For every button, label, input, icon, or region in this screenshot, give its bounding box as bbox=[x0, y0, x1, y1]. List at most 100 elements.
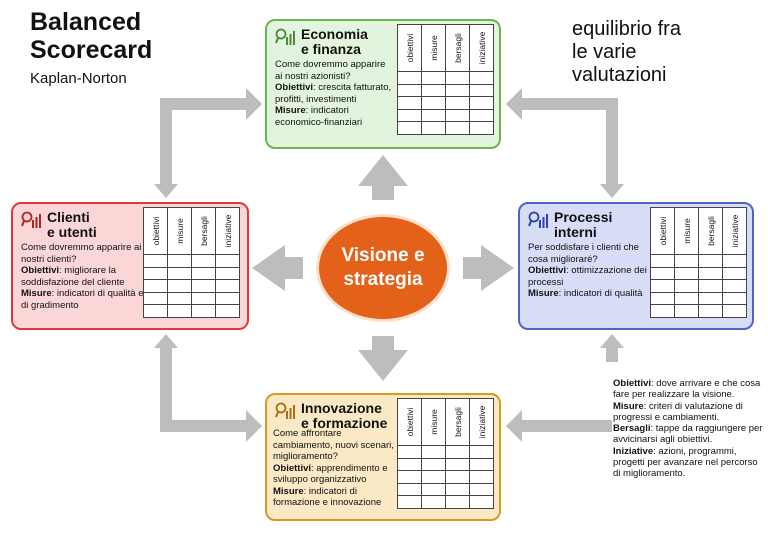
arrow-loop-bottom-right bbox=[600, 334, 624, 362]
table-row bbox=[397, 482, 494, 496]
card-processi-question: Per soddisfare i clienti che cosa miglio… bbox=[528, 242, 639, 265]
table-row bbox=[650, 279, 747, 293]
table-row bbox=[397, 71, 494, 85]
legend-obiettivi-label: Obiettivi bbox=[613, 378, 652, 389]
objectives-label: Obiettivi bbox=[21, 265, 60, 276]
measures-text: : indicatori di qualità bbox=[558, 288, 643, 299]
legend-bersagli-text: : tappe da raggiungere per avvicinarsi a… bbox=[613, 423, 763, 446]
legend-bersagli-label: Bersagli bbox=[613, 423, 651, 435]
card-processi-header: Processi interni bbox=[528, 210, 612, 240]
page-subtitle: Kaplan-Norton bbox=[30, 70, 127, 87]
table-row bbox=[143, 266, 240, 280]
card-clienti-title: Clienti e utenti bbox=[47, 210, 97, 240]
table-row bbox=[650, 291, 747, 305]
card-processi-desc: Per soddisfare i clienti che cosa miglio… bbox=[528, 242, 648, 300]
objectives-text: : apprendimento e sviluppo organizzativo bbox=[273, 462, 388, 486]
table-row bbox=[397, 445, 494, 459]
col-header-iniziative: iniziative bbox=[215, 207, 240, 255]
card-economia-question: Come dovremmo apparire ai nostri azionis… bbox=[275, 59, 386, 82]
arrow-up bbox=[358, 155, 408, 200]
chart-search-icon bbox=[275, 28, 295, 45]
card-economia-title-line1: Economia bbox=[301, 26, 368, 42]
col-header-misure: misure bbox=[167, 207, 192, 255]
legend-obiettivi: Obiettivi: dove arrivare e che cosa fare… bbox=[613, 378, 763, 401]
col-header-obiettivi: obiettivi bbox=[143, 207, 168, 255]
card-economia-grid: obiettivi misure bersagli iniziative bbox=[397, 24, 494, 135]
card-clienti-objectives: Obiettivi: migliorare la soddisfazione d… bbox=[21, 265, 145, 288]
legend-iniziative-label: Iniziative bbox=[613, 445, 654, 457]
arrow-right bbox=[463, 245, 514, 291]
card-clienti-grid: obiettivi misure bersagli iniziative bbox=[143, 207, 240, 318]
chart-search-icon bbox=[275, 402, 295, 419]
card-processi-grid: obiettivi misure bersagli iniziative bbox=[650, 207, 747, 318]
measures-label: Misure bbox=[275, 105, 306, 116]
objectives-label: Obiettivi bbox=[275, 82, 314, 93]
measures-label: Misure bbox=[273, 485, 304, 497]
table-row bbox=[143, 304, 240, 318]
measures-text: : indicatori economico-finanziari bbox=[275, 105, 363, 128]
measures-text: : indicatori di qualità e di gradimento bbox=[21, 288, 144, 311]
card-economia-header: Economia e finanza bbox=[275, 27, 368, 57]
card-processi: Processi interni Per soddisfare i client… bbox=[518, 202, 754, 330]
legend-misure: Misure: criteri di valutazione di progre… bbox=[613, 401, 763, 424]
table-row bbox=[397, 108, 494, 122]
legend-misure-label: Misure bbox=[613, 400, 644, 412]
arrow-loop-top-right bbox=[506, 88, 624, 198]
center-line2: strategia bbox=[343, 269, 423, 290]
objectives-text: : ottimizzazione dei processi bbox=[528, 265, 647, 288]
col-header-bersagli: bersagli bbox=[445, 24, 470, 72]
chart-search-icon bbox=[528, 211, 548, 228]
card-processi-title-line1: Processi bbox=[554, 209, 613, 225]
col-header-obiettivi: obiettivi bbox=[397, 398, 422, 446]
table-row bbox=[397, 457, 494, 471]
card-clienti: Clienti e utenti Come dovremmo apparire … bbox=[11, 202, 249, 330]
arrow-loop-top-left bbox=[154, 88, 262, 198]
col-header-misure: misure bbox=[421, 24, 446, 72]
card-economia-objectives: Obiettivi: crescita fatturato, profitti,… bbox=[275, 82, 395, 105]
arrow-loop-bottom-left bbox=[154, 334, 262, 442]
table-row bbox=[397, 83, 494, 97]
table-row bbox=[397, 121, 494, 135]
card-clienti-title-line1: Clienti bbox=[47, 209, 90, 225]
card-processi-title: Processi interni bbox=[554, 210, 612, 240]
table-row bbox=[143, 279, 240, 293]
legend-bersagli: Bersagli: tappe da raggiungere per avvic… bbox=[613, 423, 763, 446]
card-economia-title-line2: e finanza bbox=[301, 41, 361, 57]
col-header-obiettivi: obiettivi bbox=[650, 207, 675, 255]
col-header-bersagli: bersagli bbox=[445, 398, 470, 446]
center-line1: Visione e bbox=[341, 245, 425, 266]
objectives-text: : migliorare la soddisfazione del client… bbox=[21, 265, 125, 288]
vision-strategy-circle: Visione e strategia bbox=[316, 214, 450, 322]
card-innovazione-header: Innovazione e formazione bbox=[275, 401, 387, 431]
table-row bbox=[397, 470, 494, 484]
legend: Obiettivi: dove arrivare e che cosa fare… bbox=[613, 378, 763, 480]
measures-text: : indicatori di formazione e innovazione bbox=[273, 485, 382, 509]
card-innovazione-measures: Misure: indicatori di formazione e innov… bbox=[273, 486, 397, 509]
card-innovazione-title-line2: e formazione bbox=[301, 415, 388, 431]
chart-search-icon bbox=[21, 211, 41, 228]
card-innovazione-grid: obiettivi misure bersagli iniziative bbox=[397, 398, 494, 509]
tagline-line2: le varie bbox=[572, 41, 637, 63]
card-clienti-title-line2: e utenti bbox=[47, 224, 97, 240]
col-header-iniziative: iniziative bbox=[722, 207, 747, 255]
legend-iniziative: Iniziative: azioni, programmi, progetti … bbox=[613, 446, 763, 480]
tagline: equilibrio fra le varie valutazioni bbox=[572, 18, 681, 87]
card-clienti-header: Clienti e utenti bbox=[21, 210, 97, 240]
col-header-iniziative: iniziative bbox=[469, 24, 494, 72]
table-row bbox=[143, 291, 240, 305]
objectives-text: : crescita fatturato, profitti, investim… bbox=[275, 82, 392, 105]
col-header-iniziative: iniziative bbox=[469, 398, 494, 446]
col-header-bersagli: bersagli bbox=[191, 207, 216, 255]
card-innovazione: Innovazione e formazione Come affrontare… bbox=[265, 393, 501, 521]
card-economia-title: Economia e finanza bbox=[301, 27, 368, 57]
objectives-label: Obiettivi bbox=[273, 462, 312, 474]
card-innovazione-objectives: Obiettivi: apprendimento e sviluppo orga… bbox=[273, 463, 397, 486]
arrow-loop-bottom-right-h bbox=[506, 410, 612, 442]
table-row bbox=[397, 96, 494, 110]
title-line2: Scorecard bbox=[30, 36, 153, 64]
card-processi-title-line2: interni bbox=[554, 224, 597, 240]
arrow-down bbox=[358, 336, 408, 381]
table-row bbox=[397, 495, 494, 509]
tagline-line3: valutazioni bbox=[572, 64, 667, 86]
